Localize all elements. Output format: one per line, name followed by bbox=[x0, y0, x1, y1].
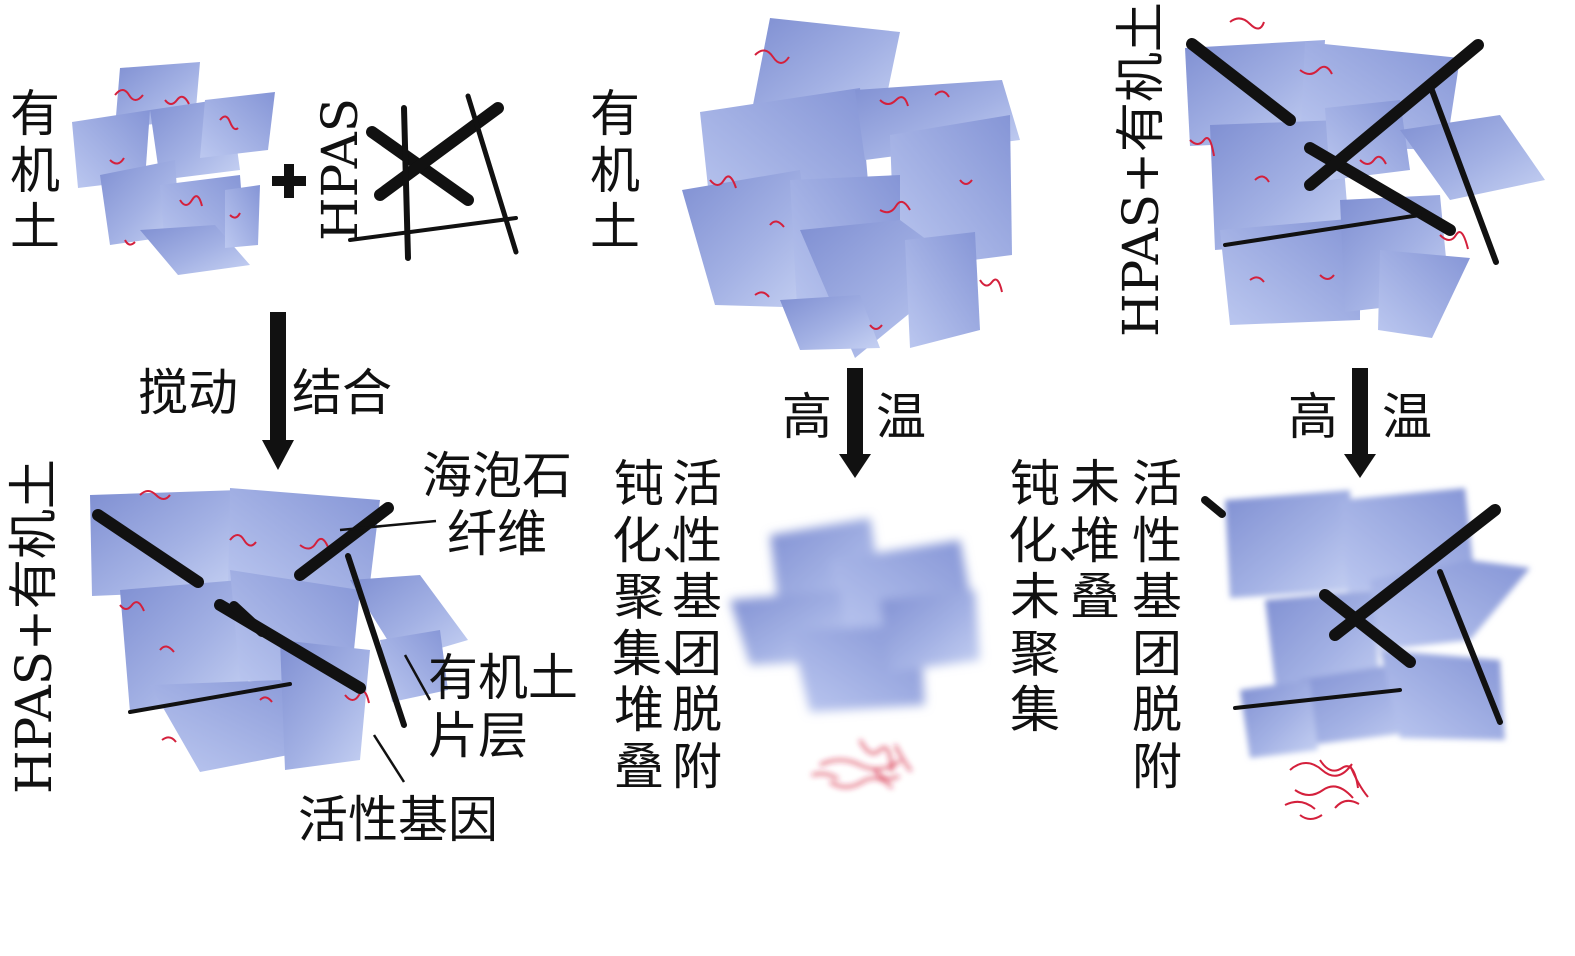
heat-label-b1: 高 bbox=[782, 388, 832, 446]
result-c-col3: 活性基团脱附 bbox=[1132, 455, 1182, 796]
detached-active-groups-c bbox=[1284, 759, 1369, 820]
active-group-annotation: 活性基因 bbox=[298, 791, 498, 849]
result-b-col1: 钝化、聚集、堆叠 bbox=[612, 455, 712, 796]
detached-active-groups-b bbox=[811, 739, 912, 789]
heat-label-c1: 高 bbox=[1288, 388, 1338, 446]
hpas-label: HPAS bbox=[311, 97, 369, 241]
composite-label-c: HPAS+有机土 bbox=[1112, 2, 1170, 337]
organoclay-cluster-small bbox=[72, 62, 275, 275]
combine-label: 结合 bbox=[292, 364, 392, 422]
organoclay-label-b: 有机土 bbox=[590, 85, 640, 256]
plus-sign-icon bbox=[272, 164, 306, 198]
aggregated-platelets bbox=[730, 518, 980, 712]
composite-cluster bbox=[90, 488, 468, 772]
composite-label-a: HPAS+有机土 bbox=[5, 459, 63, 794]
sepiolite-fibers bbox=[348, 93, 519, 261]
fiber-annotation: 海泡石 纤维 bbox=[422, 447, 572, 563]
composite-fibers-heated bbox=[1201, 496, 1503, 725]
heat-label-c2: 温 bbox=[1382, 388, 1432, 446]
composite-cluster-large bbox=[1185, 17, 1545, 338]
result-c-col2: 未堆叠 bbox=[1070, 455, 1120, 626]
result-b-col2: 活性基团脱附 bbox=[672, 455, 722, 796]
heat-label-b2: 温 bbox=[876, 388, 926, 446]
annotation-leaders bbox=[339, 519, 437, 783]
organoclay-cluster-large bbox=[682, 18, 1020, 358]
stir-arrow bbox=[262, 312, 294, 470]
layer-annotation: 有机土 片层 bbox=[428, 649, 578, 765]
heat-arrow-b bbox=[839, 368, 871, 478]
result-c-col1: 钝化、未聚集 bbox=[1008, 455, 1108, 739]
organoclay-label-a: 有机土 bbox=[10, 85, 60, 256]
heat-arrow-c bbox=[1344, 368, 1376, 478]
dispersed-platelets bbox=[1225, 488, 1530, 758]
stir-label: 搅动 bbox=[138, 364, 238, 422]
